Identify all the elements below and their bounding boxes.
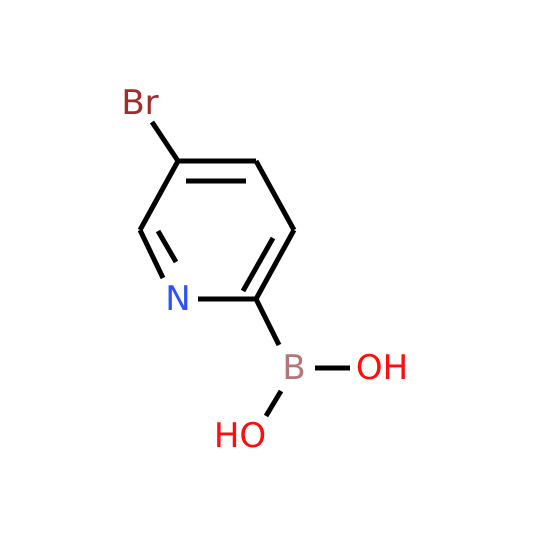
atom-label-oh-right: OH	[356, 348, 408, 388]
bond-c3-c2-double	[240, 236, 276, 293]
bond-c5-br	[149, 120, 181, 163]
bond-c6-c5	[137, 159, 181, 232]
atom-label-oh-bottom: HO	[214, 416, 266, 456]
bond-b-oh-bottom	[263, 389, 284, 418]
bond-c3-c2	[253, 228, 297, 301]
ring-bonds	[137, 158, 297, 302]
bond-c2-b	[253, 297, 282, 347]
bond-c4-c3	[253, 159, 297, 232]
atom-label-b: B	[282, 348, 305, 388]
atom-label-br: Br	[121, 83, 158, 123]
bond-n-c6	[137, 228, 166, 280]
bond-n-c6-double	[155, 229, 179, 264]
atom-label-n: N	[165, 279, 190, 319]
substituent-bonds	[149, 120, 350, 418]
atom-labels: Br N B OH HO	[121, 83, 408, 456]
